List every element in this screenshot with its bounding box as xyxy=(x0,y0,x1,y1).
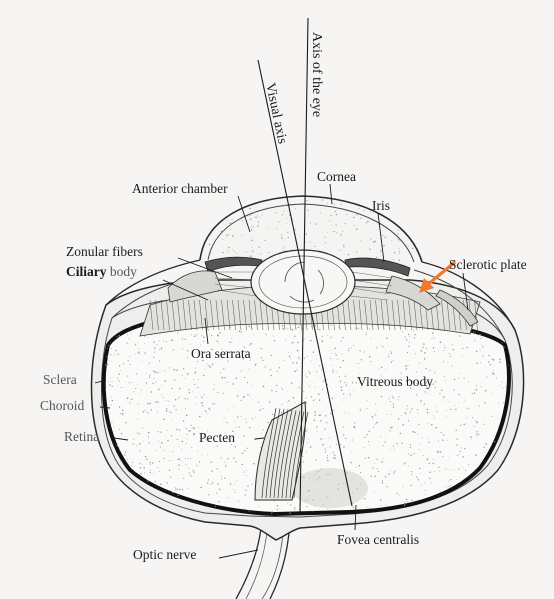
fovea-shade xyxy=(292,468,368,508)
iris-left xyxy=(205,257,262,272)
cornea-label: Cornea xyxy=(317,169,356,184)
fovea-centralis-label: Fovea centralis xyxy=(337,532,419,547)
iris-label: Iris xyxy=(372,198,390,213)
axis-of-eye-label: Axis of the eye xyxy=(309,32,324,117)
anterior-chamber-label: Anterior chamber xyxy=(132,181,228,196)
zonular-fibers-label: Zonular fibers xyxy=(66,244,143,259)
choroid-label: Choroid xyxy=(40,398,85,413)
optic-nerve-label: Optic nerve xyxy=(133,547,196,562)
sclerotic-plate-label: Sclerotic plate xyxy=(449,257,527,272)
pecten-label: Pecten xyxy=(199,430,235,445)
sclera-label: Sclera xyxy=(43,372,77,387)
retina-label: Retina xyxy=(64,429,99,444)
vitreous-body-label: Vitreous body xyxy=(357,374,433,389)
ciliary-body-label: Ciliary body xyxy=(66,264,137,279)
ora-serrata-label: Ora serrata xyxy=(191,346,251,361)
visual-axis-label: Visual axis xyxy=(262,82,290,146)
